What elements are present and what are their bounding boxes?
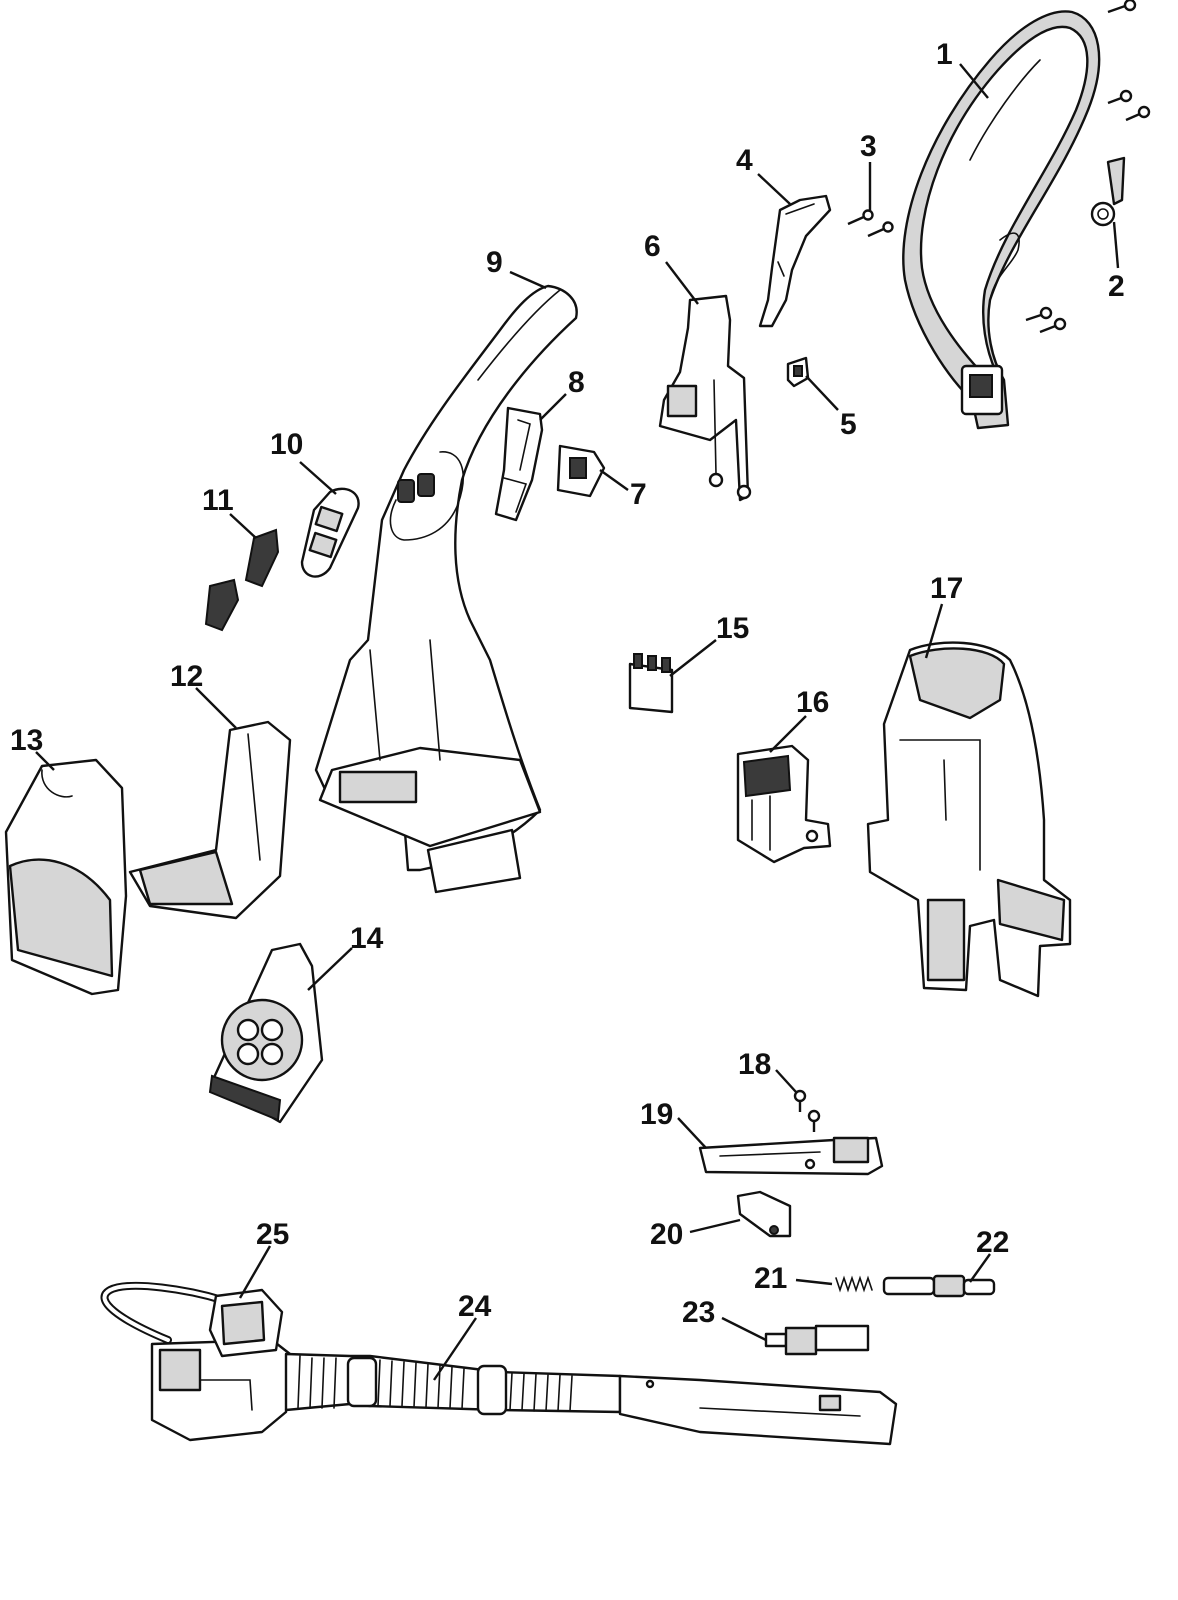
part-25-coupling <box>208 1288 284 1358</box>
callout-21: 21 <box>754 1262 787 1295</box>
callout-25: 25 <box>256 1218 289 1251</box>
callout-16: 16 <box>796 686 829 719</box>
part-20-clamp <box>736 1190 792 1238</box>
part-11-buttons <box>204 528 280 632</box>
screw-right-b <box>1125 105 1151 122</box>
callout-2: 2 <box>1108 270 1125 303</box>
part-5-clip <box>786 356 810 388</box>
callout-13: 13 <box>10 724 43 757</box>
callout-7: 7 <box>630 478 647 511</box>
callout-20: 20 <box>650 1218 683 1251</box>
part-13-cover-shell <box>4 758 128 996</box>
callout-24: 24 <box>458 1290 492 1323</box>
part-10-plate <box>300 487 360 578</box>
part-19-rail <box>698 1136 884 1176</box>
part-4-trigger <box>758 194 832 328</box>
part-21-spring <box>835 1275 873 1293</box>
screw-lower-b <box>1039 317 1067 334</box>
part-16-pump-motor <box>736 744 832 864</box>
callout-3: 3 <box>860 130 877 163</box>
leader-lines <box>35 63 1120 1381</box>
part-14-pump-assembly <box>208 942 324 1124</box>
callout-10: 10 <box>270 428 303 461</box>
part-17-rear-housing <box>866 641 1072 998</box>
part-3-screws <box>847 209 894 238</box>
callout-8: 8 <box>568 366 585 399</box>
part-15-connector <box>628 653 674 714</box>
callout-19: 19 <box>640 1098 673 1131</box>
callout-1: 1 <box>936 38 953 71</box>
part-24-hose-assembly <box>100 1281 898 1446</box>
screw-right-a <box>1107 89 1133 105</box>
callout-17: 17 <box>930 572 963 605</box>
screw-lower-a <box>1025 306 1053 322</box>
part-23-nozzle-tip <box>764 1324 870 1356</box>
part-6-latch-bracket <box>658 294 752 502</box>
callout-6: 6 <box>644 230 661 263</box>
callout-numbers: 1 2 3 4 5 6 7 8 9 10 11 12 13 14 15 16 1… <box>10 38 1125 1329</box>
callout-5: 5 <box>840 408 857 441</box>
callout-14: 14 <box>350 922 384 955</box>
callout-23: 23 <box>682 1296 715 1329</box>
part-2-knob <box>1090 156 1126 227</box>
part-7-switch <box>556 444 606 498</box>
callout-11: 11 <box>202 484 234 517</box>
callout-9: 9 <box>486 246 503 279</box>
screw-top-right <box>1107 0 1137 14</box>
callout-15: 15 <box>716 612 749 645</box>
part-9-main-body <box>314 284 578 894</box>
part-18-screws <box>793 1089 821 1132</box>
callout-22: 22 <box>976 1226 1009 1259</box>
callout-4: 4 <box>736 144 753 177</box>
part-8-brackets <box>494 406 544 522</box>
part-1-handle-frame <box>902 0 1151 430</box>
callout-12: 12 <box>170 660 203 693</box>
part-12-nozzle-base <box>128 720 292 920</box>
callout-18: 18 <box>738 1048 771 1081</box>
part-22-valve <box>882 1274 996 1298</box>
